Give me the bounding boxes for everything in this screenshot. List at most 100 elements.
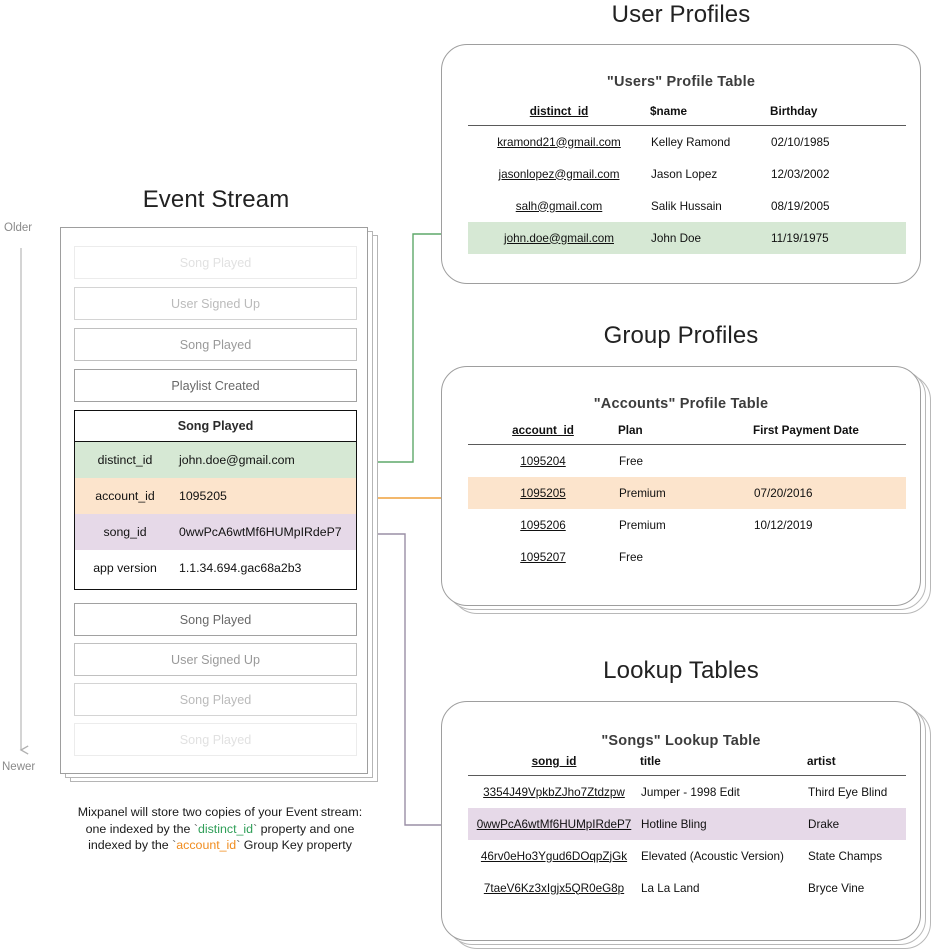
cell-title: La La Land (641, 881, 700, 895)
cell-plan: Free (619, 550, 644, 564)
cell-name: Kelley Ramond (651, 135, 731, 149)
event-stream-caption: Mixpanel will store two copies of your E… (40, 804, 400, 854)
column-header-account-id: account_id (468, 424, 618, 445)
songs-lookup-table: song_id title artist 3354J49VpkbZJho7Ztd… (468, 755, 906, 904)
event-card-label: Song Played (179, 612, 252, 627)
event-property-key: account_id (95, 489, 155, 503)
event-property-value: 1095205 (179, 489, 227, 503)
user-profiles-title: User Profiles (611, 1, 751, 28)
event-card-label: Song Played (179, 255, 252, 270)
accounts-profile-table: account_id Plan First Payment Date 10952… (468, 424, 906, 573)
table-row[interactable]: jasonlopez@gmail.com Jason Lopez 12/03/2… (468, 158, 906, 190)
event-property-value: 0wwPcA6wtMf6HUMpIRdeP7 (179, 525, 342, 539)
table-row[interactable]: 46rv0eHo3Ygud6DOqpZjGk Elevated (Acousti… (468, 840, 906, 872)
cell-song-id: 46rv0eHo3Ygud6DOqpZjGk (480, 849, 628, 863)
event-property-key: song_id (103, 525, 147, 539)
event-card-focused-title: Song Played (75, 411, 356, 442)
caption-token-account-id: account_id (176, 838, 237, 852)
event-property-distinct-id[interactable]: distinct_id john.doe@gmail.com (75, 442, 356, 478)
cell-song-id: 0wwPcA6wtMf6HUMpIRdeP7 (468, 808, 640, 840)
caption-line-2: one indexed by the `distinct_id` propert… (40, 821, 400, 838)
cell-distinct-id: salh@gmail.com (515, 199, 603, 213)
cell-song-id: 3354J49VpkbZJho7Ztdzpw (483, 785, 625, 799)
event-card-song-played-1[interactable]: Song Played (74, 246, 357, 279)
axis-label-newer: Newer (2, 761, 36, 773)
table-row-highlighted[interactable]: 1095205 Premium 07/20/2016 (468, 477, 906, 509)
column-header-song-id: song_id (468, 755, 640, 776)
caption-line-2-post: property and one (257, 821, 355, 836)
cell-artist: Drake (807, 808, 906, 840)
event-property-key: app version (93, 561, 157, 575)
cell-name: Jason Lopez (651, 167, 718, 181)
event-card-playlist-created[interactable]: Playlist Created (74, 369, 357, 402)
songs-lookup-card-title: "Songs" Lookup Table (601, 733, 761, 749)
cell-account-id: 1095207 (520, 550, 566, 564)
event-property-song-id[interactable]: song_id 0wwPcA6wtMf6HUMpIRdeP7 (75, 514, 356, 550)
table-row[interactable]: 7taeV6Kz3xIgjx5QR0eG8p La La Land Bryce … (468, 872, 906, 904)
cell-plan: Premium (619, 518, 666, 532)
event-card-label: Song Played (179, 732, 252, 747)
table-row[interactable]: 1095204 Free (468, 445, 906, 478)
axis-label-older: Older (4, 222, 33, 234)
column-header-artist: artist (807, 755, 906, 776)
cell-title: Elevated (Acoustic Version) (641, 849, 784, 863)
event-card-song-played-4[interactable]: Song Played (74, 683, 357, 716)
column-header-plan: Plan (618, 424, 753, 445)
cell-name: John Doe (650, 222, 770, 254)
cell-title: Jumper - 1998 Edit (641, 785, 740, 799)
users-profile-table: distinct_id $name Birthday kramond21@gma… (468, 105, 906, 254)
event-card-user-signed-up-2[interactable]: User Signed Up (74, 643, 357, 676)
cell-distinct-id: jasonlopez@gmail.com (498, 167, 620, 181)
caption-tick-open-2: ` (172, 838, 177, 852)
cell-artist: State Champs (808, 849, 883, 863)
event-card-user-signed-up-1[interactable]: User Signed Up (74, 287, 357, 320)
table-row[interactable]: salh@gmail.com Salik Hussain 08/19/2005 (468, 190, 906, 222)
cell-distinct-id: john.doe@gmail.com (468, 222, 650, 254)
table-header-row: account_id Plan First Payment Date (468, 424, 906, 445)
caption-tick-close-2: ` (236, 838, 241, 852)
event-stream-title: Event Stream (142, 186, 290, 213)
lookup-tables-title: Lookup Tables (603, 657, 759, 684)
caption-line-1: Mixpanel will store two copies of your E… (77, 805, 363, 819)
users-profile-card-title: "Users" Profile Table (606, 74, 756, 90)
table-row-highlighted[interactable]: john.doe@gmail.com John Doe 11/19/1975 (468, 222, 906, 254)
table-row-highlighted[interactable]: 0wwPcA6wtMf6HUMpIRdeP7 Hotline Bling Dra… (468, 808, 906, 840)
cell-account-id: 1095206 (520, 518, 566, 532)
caption-line-3-pre: indexed by the (88, 838, 173, 852)
cell-artist: Bryce Vine (808, 881, 865, 895)
event-property-value: john.doe@gmail.com (179, 453, 295, 467)
table-row[interactable]: 1095206 Premium 10/12/2019 (468, 509, 906, 541)
table-header-row: distinct_id $name Birthday (468, 105, 906, 126)
event-card-label: Playlist Created (171, 378, 260, 393)
column-header-birthday: Birthday (770, 105, 906, 126)
table-header-row: song_id title artist (468, 755, 906, 776)
cell-first-payment-date (753, 541, 906, 573)
event-card-label: User Signed Up (171, 652, 260, 667)
table-row[interactable]: kramond21@gmail.com Kelley Ramond 02/10/… (468, 126, 906, 159)
event-card-focused[interactable]: Song Played distinct_id john.doe@gmail.c… (74, 410, 357, 590)
event-card-song-played-2[interactable]: Song Played (74, 328, 357, 361)
cell-account-id: 1095204 (520, 454, 566, 468)
cell-birthday: 12/03/2002 (771, 167, 830, 181)
cell-birthday: 11/19/1975 (770, 222, 906, 254)
cell-artist: Third Eye Blind (808, 785, 888, 799)
cell-account-id: 1095205 (468, 477, 618, 509)
cell-plan: Premium (618, 477, 753, 509)
table-row[interactable]: 3354J49VpkbZJho7Ztdzpw Jumper - 1998 Edi… (468, 776, 906, 809)
event-card-song-played-5[interactable]: Song Played (74, 723, 357, 756)
caption-token-distinct-id: distinct_id (197, 821, 254, 836)
caption-line-3: indexed by the `account_id` Group Key pr… (40, 837, 400, 854)
group-profiles-title: Group Profiles (603, 322, 759, 349)
cell-first-payment-date (753, 445, 906, 478)
event-card-song-played-3[interactable]: Song Played (74, 603, 357, 636)
event-property-account-id[interactable]: account_id 1095205 (75, 478, 356, 514)
cell-name: Salik Hussain (651, 199, 722, 213)
event-property-app-version[interactable]: app version 1.1.34.694.gac68a2b3 (75, 550, 356, 586)
cell-song-id: 7taeV6Kz3xIgjx5QR0eG8p (483, 881, 625, 895)
event-property-key: distinct_id (97, 453, 153, 467)
cell-birthday: 08/19/2005 (771, 199, 830, 213)
table-row[interactable]: 1095207 Free (468, 541, 906, 573)
caption-tick-close: ` (253, 821, 258, 836)
accounts-profile-card-title: "Accounts" Profile Table (593, 396, 769, 412)
